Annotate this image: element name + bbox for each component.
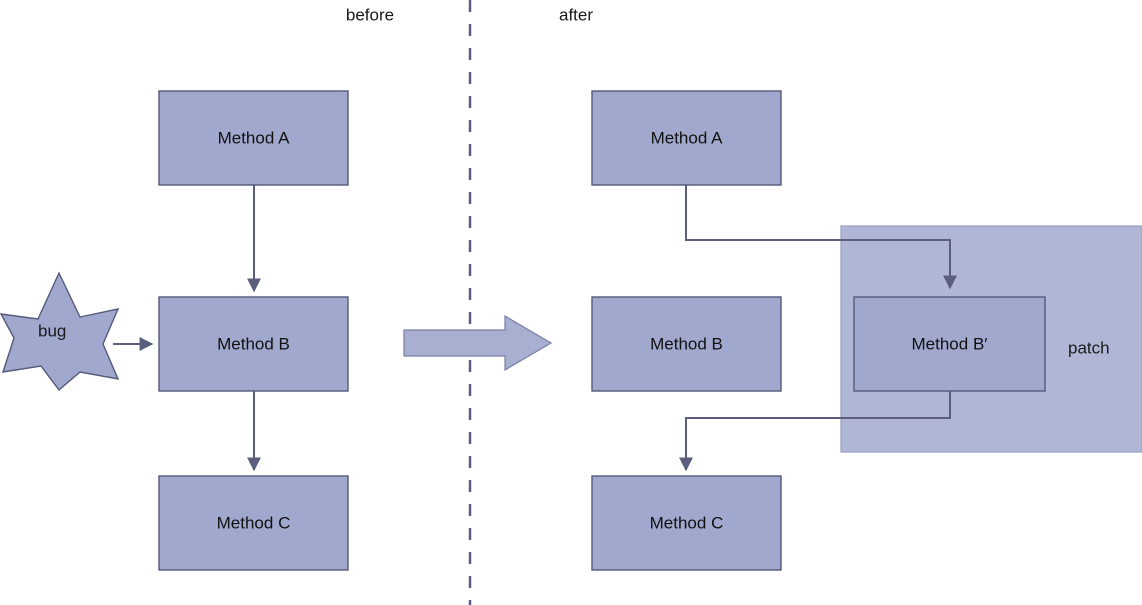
node-method-c-before-label: Method C (217, 513, 291, 532)
node-method-b-prime-label: Method B′ (912, 334, 988, 353)
patch-label: patch (1068, 338, 1110, 357)
bug-star-shape (0, 271, 120, 392)
node-method-c-after-label: Method C (650, 513, 724, 532)
connector-method-b-prime-to-c (679, 391, 951, 472)
node-method-a-before (158, 90, 349, 186)
node-method-b-after (591, 296, 782, 392)
node-method-b-prime (853, 296, 1046, 392)
node-method-b-after-label: Method B (650, 334, 723, 353)
bug-label: bug (38, 321, 66, 340)
column-header-after: after (559, 5, 593, 24)
node-method-c-before (158, 475, 349, 571)
node-method-a-after-label: Method A (651, 128, 723, 147)
node-method-b-before-label: Method B (217, 334, 290, 353)
node-method-c-after (591, 475, 782, 571)
before-after-transition-arrow (403, 314, 553, 372)
node-method-a-before-label: Method A (218, 128, 290, 147)
node-method-b-before (158, 296, 349, 392)
column-header-before: before (346, 5, 394, 24)
connector-a-to-method-b-prime (685, 185, 957, 290)
node-method-a-after (591, 90, 782, 186)
